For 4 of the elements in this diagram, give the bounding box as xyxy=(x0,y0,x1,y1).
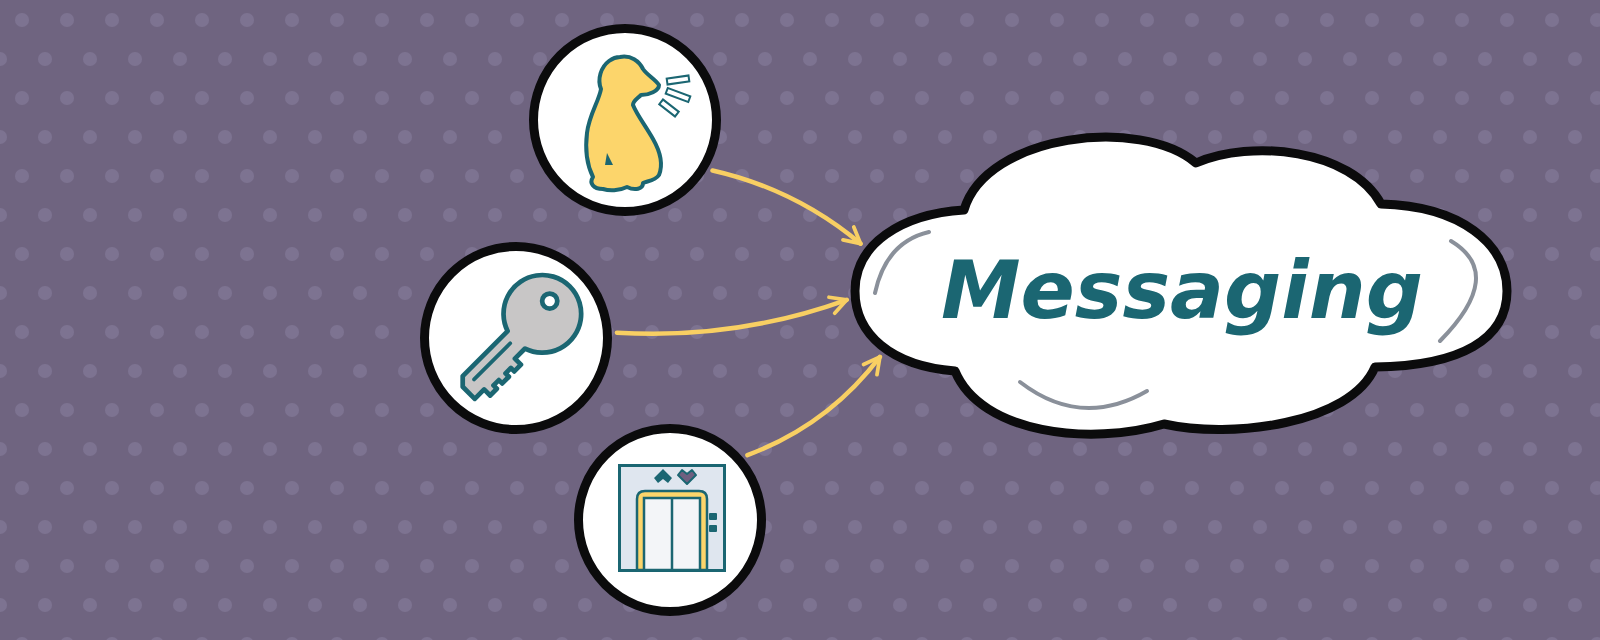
arrow xyxy=(710,168,863,246)
arrow xyxy=(745,354,883,458)
node-label: Messaging xyxy=(941,245,1423,337)
arrow xyxy=(614,295,850,337)
